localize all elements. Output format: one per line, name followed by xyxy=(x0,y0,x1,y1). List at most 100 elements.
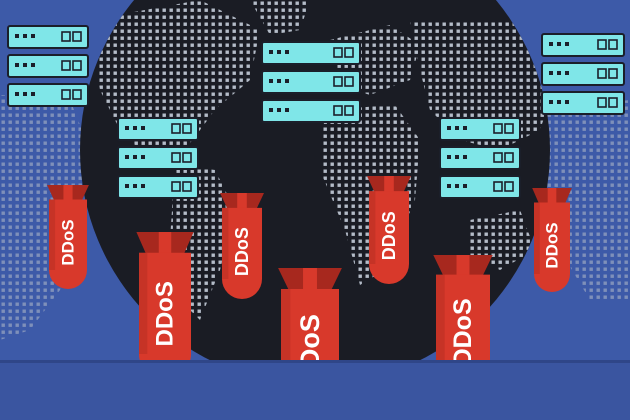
server-unit xyxy=(541,33,625,57)
server-led-icon xyxy=(463,184,467,188)
server-unit xyxy=(7,54,89,78)
server-led-icon xyxy=(285,79,289,83)
server-led-icon xyxy=(15,92,19,96)
server-rack xyxy=(7,25,89,107)
server-drive-icon xyxy=(493,152,503,163)
server-drive-icon xyxy=(504,181,514,192)
server-rack xyxy=(439,117,521,199)
bomb-label: DDoS xyxy=(152,281,179,346)
server-led-icon xyxy=(269,108,273,112)
server-drive-icon xyxy=(72,60,82,71)
floor-band xyxy=(0,360,630,420)
ddos-bomb: DDoS xyxy=(47,185,89,289)
floor-line xyxy=(0,360,630,363)
server-drive-icon xyxy=(504,152,514,163)
server-drive-icon xyxy=(171,152,181,163)
server-drive-icon xyxy=(61,60,71,71)
server-led-icon xyxy=(141,126,145,130)
server-led-icon xyxy=(277,108,281,112)
server-led-icon xyxy=(557,42,561,46)
bomb-fin-center xyxy=(384,176,394,198)
server-led-icon xyxy=(565,42,569,46)
server-drive-icon xyxy=(333,76,343,87)
server-led-icon xyxy=(15,63,19,67)
bomb-shade xyxy=(49,199,56,270)
bomb-body xyxy=(222,207,262,299)
bomb-fin-center xyxy=(237,193,247,215)
bomb-body xyxy=(49,199,87,289)
ddos-bomb: DDoS xyxy=(220,193,264,299)
server-led-icon xyxy=(549,42,553,46)
server-drive-icon xyxy=(333,105,343,116)
bomb-label: DDoS xyxy=(543,222,562,268)
server-led-icon xyxy=(447,126,451,130)
server-led-icon xyxy=(125,155,129,159)
server-led-icon xyxy=(455,126,459,130)
server-led-icon xyxy=(447,184,451,188)
bomb-body xyxy=(139,252,191,380)
server-drive-icon xyxy=(344,105,354,116)
server-drive-icon xyxy=(344,47,354,58)
server-led-icon xyxy=(557,100,561,104)
bomb-shade xyxy=(222,207,229,279)
server-drive-icon xyxy=(597,39,607,50)
server-led-icon xyxy=(31,34,35,38)
bomb-label: DDoS xyxy=(449,298,477,366)
server-led-icon xyxy=(31,63,35,67)
server-led-icon xyxy=(447,155,451,159)
server-led-icon xyxy=(549,100,553,104)
server-drive-icon xyxy=(333,47,343,58)
server-rack xyxy=(117,117,199,199)
ddos-bomb: DDoS xyxy=(532,188,572,292)
server-drive-icon xyxy=(72,89,82,100)
bomb-shade xyxy=(369,191,376,264)
server-led-icon xyxy=(125,126,129,130)
bomb-label: DDoS xyxy=(59,219,78,265)
bomb-fin-center xyxy=(547,188,557,209)
server-drive-icon xyxy=(608,97,618,108)
server-led-icon xyxy=(463,155,467,159)
server-drive-icon xyxy=(504,123,514,134)
server-unit xyxy=(117,117,199,141)
server-led-icon xyxy=(23,92,27,96)
server-unit xyxy=(117,175,199,199)
server-led-icon xyxy=(565,100,569,104)
bomb-shade xyxy=(281,289,291,389)
server-drive-icon xyxy=(72,31,82,42)
server-led-icon xyxy=(463,126,467,130)
bomb-shade xyxy=(534,202,540,274)
server-unit xyxy=(541,62,625,86)
server-led-icon xyxy=(133,184,137,188)
server-led-icon xyxy=(23,63,27,67)
ddos-bomb: DDoS xyxy=(136,232,194,380)
server-drive-icon xyxy=(597,97,607,108)
server-rack xyxy=(261,41,361,123)
server-led-icon xyxy=(23,34,27,38)
server-unit xyxy=(7,25,89,49)
server-drive-icon xyxy=(493,123,503,134)
server-drive-icon xyxy=(61,89,71,100)
server-racks xyxy=(7,25,625,199)
server-drive-icon xyxy=(182,152,192,163)
server-unit xyxy=(439,146,521,170)
server-led-icon xyxy=(557,71,561,75)
bomb-shade xyxy=(436,274,445,368)
server-led-icon xyxy=(125,184,129,188)
server-led-icon xyxy=(565,71,569,75)
server-led-icon xyxy=(31,92,35,96)
ddos-bomb: DDoS xyxy=(367,176,411,284)
server-led-icon xyxy=(277,79,281,83)
server-led-icon xyxy=(141,184,145,188)
server-unit xyxy=(439,175,521,199)
server-drive-icon xyxy=(344,76,354,87)
server-led-icon xyxy=(269,50,273,54)
bomb-body xyxy=(534,202,570,292)
server-led-icon xyxy=(285,108,289,112)
bomb-label: DDoS xyxy=(379,211,399,260)
server-drive-icon xyxy=(171,123,181,134)
server-led-icon xyxy=(455,155,459,159)
server-led-icon xyxy=(15,34,19,38)
server-drive-icon xyxy=(182,123,192,134)
